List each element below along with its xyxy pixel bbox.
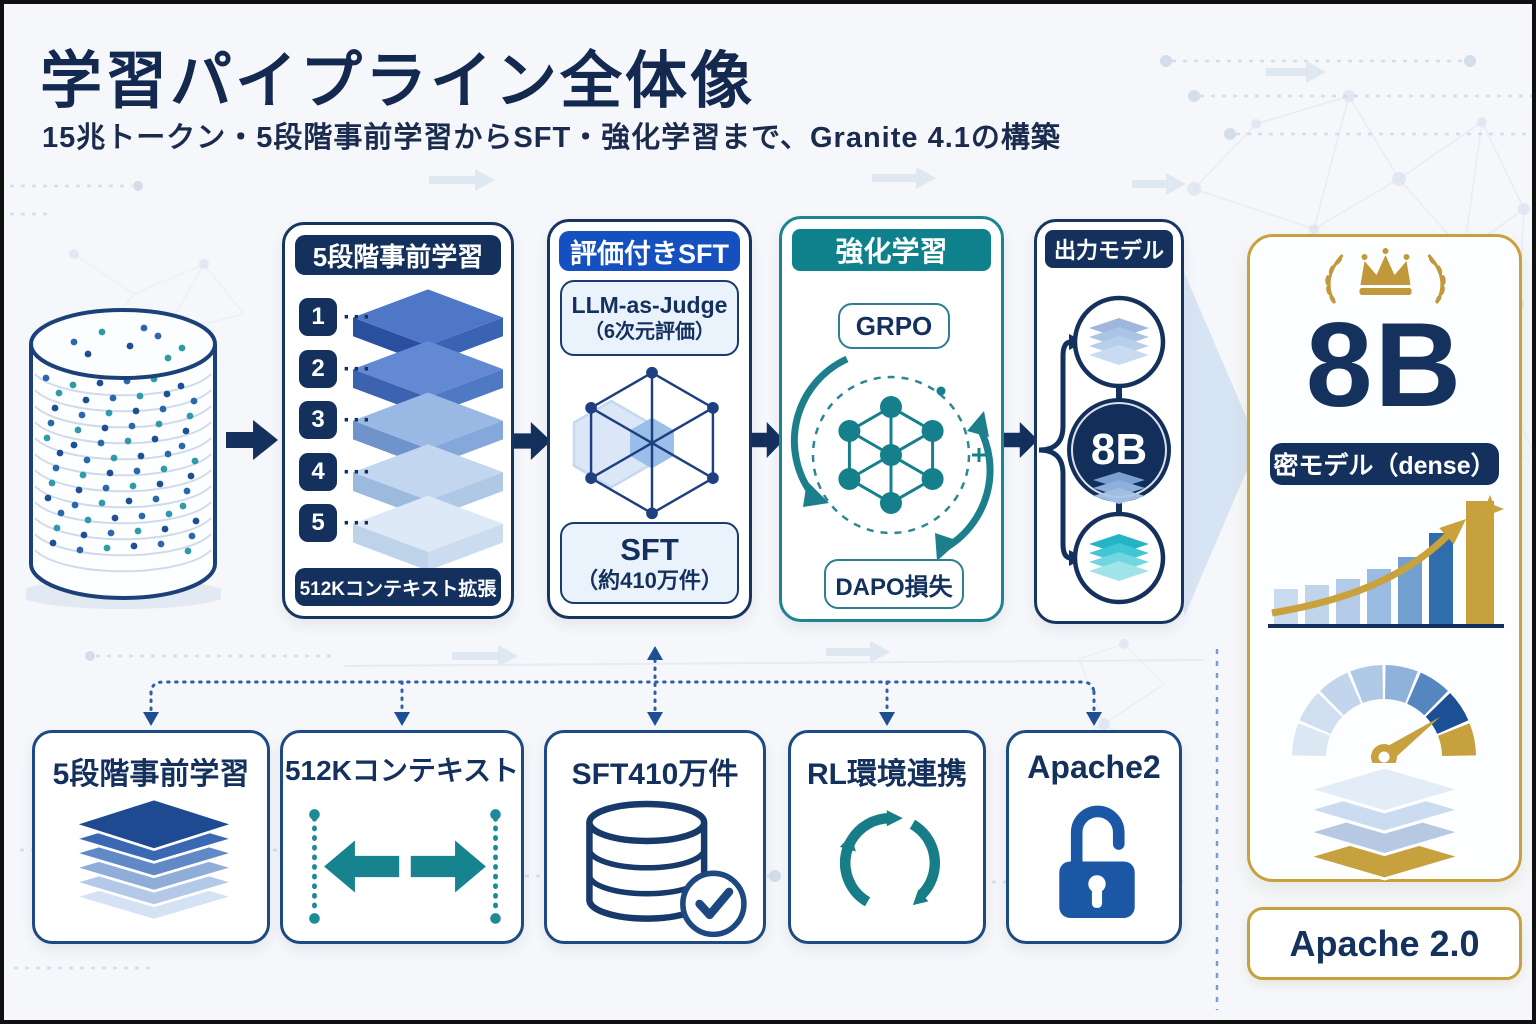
layer-stack-icon: [69, 797, 239, 922]
bottom-card-apache-label: Apache2: [1027, 749, 1161, 785]
rl-network-loop-icon: [790, 355, 994, 561]
step-3-dots: ···: [343, 407, 373, 434]
stage4-header: 出力モデル: [1045, 230, 1173, 268]
step-3-badge: 3: [299, 401, 337, 439]
output-models-diagram: 8B: [1038, 295, 1171, 605]
step-1-dots: ···: [343, 304, 373, 331]
training-data-cylinder-icon: [26, 308, 221, 609]
sft-sub: （約410万件）: [576, 568, 723, 594]
stage4-output-card: 出力モデル 8B: [1034, 219, 1184, 624]
step-1-badge: 1: [299, 298, 337, 336]
layer-stack-3d-icon: [353, 289, 503, 571]
result-model-type: 密モデル（dense）: [1270, 443, 1499, 485]
bottom-card-pretraining-label: 5段階事前学習: [52, 758, 250, 791]
page-subtitle: 15兆トークン・5段階事前学習からSFT・強化学習まで、Granite 4.1の…: [42, 122, 1061, 154]
stage3-rl-card: 強化学習 GRPO DAP: [779, 216, 1004, 622]
bottom-card-context: 512Kコンテキスト: [280, 730, 524, 944]
model-layers-icon: [1302, 767, 1467, 881]
bottom-card-context-label: 512Kコンテキスト: [284, 755, 520, 786]
step-5-dots: ···: [343, 510, 373, 537]
bottom-connector-lines: [143, 646, 1102, 726]
context-width-icon: [309, 809, 501, 924]
bottom-card-apache: Apache2: [1006, 730, 1182, 944]
bottom-card-pretraining: 5段階事前学習: [32, 730, 270, 944]
result-panel: 8B 密モデル（dense）: [1247, 234, 1522, 882]
stage1-pretraining-card: 5段階事前学習 1 ··· 2 ··· 3 ··· 4 ··· 5 ··· 51…: [282, 222, 514, 619]
stage2-header: 評価付きSFT: [559, 231, 740, 271]
growth-chart-icon: [1268, 495, 1504, 628]
step-4-badge: 4: [299, 453, 337, 491]
stage1-footer: 512Kコンテキスト拡張: [295, 568, 501, 606]
output-8b-label: 8B: [1091, 425, 1147, 474]
bottom-card-sft: SFT410万件: [544, 730, 766, 944]
page-title: 学習パイプライン全体像: [40, 47, 756, 116]
step-4-dots: ···: [343, 459, 373, 486]
step-2-dots: ···: [343, 356, 373, 383]
cycle-arrows-icon: [839, 810, 940, 907]
license-label: Apache 2.0: [1289, 922, 1480, 964]
llm-as-judge-title: LLM-as-Judge: [571, 292, 728, 319]
gauge-icon: [1292, 665, 1476, 763]
llm-as-judge-box: LLM-as-Judge （6次元評価）: [560, 280, 739, 356]
sft-count-box: SFT （約410万件）: [560, 522, 739, 604]
bottom-card-sft-label: SFT410万件: [571, 758, 739, 791]
stage1-header: 5段階事前学習: [295, 235, 501, 275]
llm-as-judge-sub: （6次元評価）: [583, 320, 716, 343]
stage3-header: 強化学習: [792, 229, 991, 271]
laurel-crown-icon: [1325, 248, 1446, 304]
dapo-box: DAPO損失: [824, 559, 964, 609]
step-2-badge: 2: [299, 350, 337, 388]
step-5-badge: 5: [299, 504, 337, 542]
license-box: Apache 2.0: [1247, 907, 1522, 980]
radar-chart-icon: [572, 366, 719, 520]
stage2-sft-card: 評価付きSFT LLM-as-Judge （6次元評価） SFT （約410万件…: [547, 219, 752, 619]
open-lock-icon: [1059, 805, 1135, 918]
bottom-card-rl-label: RL環境連携: [807, 758, 967, 791]
bottom-card-rl: RL環境連携: [788, 730, 986, 944]
result-model-size: 8B: [1305, 298, 1464, 432]
sft-title: SFT: [620, 532, 679, 568]
grpo-box: GRPO: [838, 303, 950, 349]
database-check-icon: [586, 800, 747, 938]
